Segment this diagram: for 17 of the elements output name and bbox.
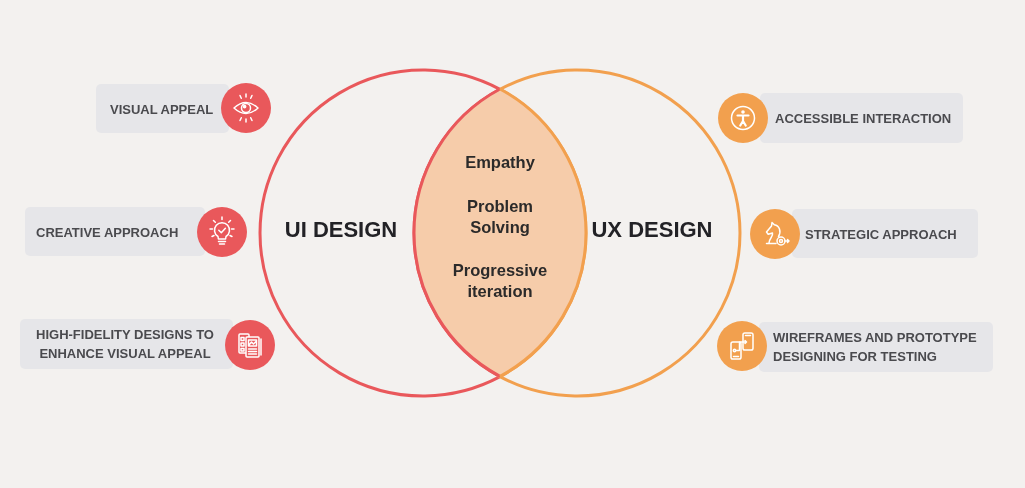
feature-label: CREATIVE APPROACH: [36, 223, 180, 241]
overlap-label: Problem Solving: [466, 196, 534, 238]
feature-card: [759, 322, 993, 372]
feature-card: [25, 207, 205, 256]
feature-card: [20, 319, 233, 369]
overlap-label: Empathy: [465, 151, 535, 173]
feature-label: VISUAL APPEAL: [110, 100, 215, 118]
feature-card: [96, 84, 229, 133]
circle-title: UI DESIGN: [283, 215, 399, 243]
feature-label: HIGH-FIDELITY DESIGNS TO ENHANCE VISUAL APPEAL: [35, 326, 215, 363]
feature-label: WIREFRAMES AND PROTOTYPE DESIGNING FOR TESTING: [773, 329, 978, 366]
feature-card: [792, 209, 978, 258]
feature-label: STRATEGIC APPROACH: [805, 225, 958, 243]
feature-card: [760, 93, 963, 143]
overlap-label: Progressive iteration: [451, 260, 549, 302]
circle-title: UX DESIGN: [590, 215, 714, 243]
feature-label: ACCESSIBLE INTERACTION: [775, 109, 953, 128]
